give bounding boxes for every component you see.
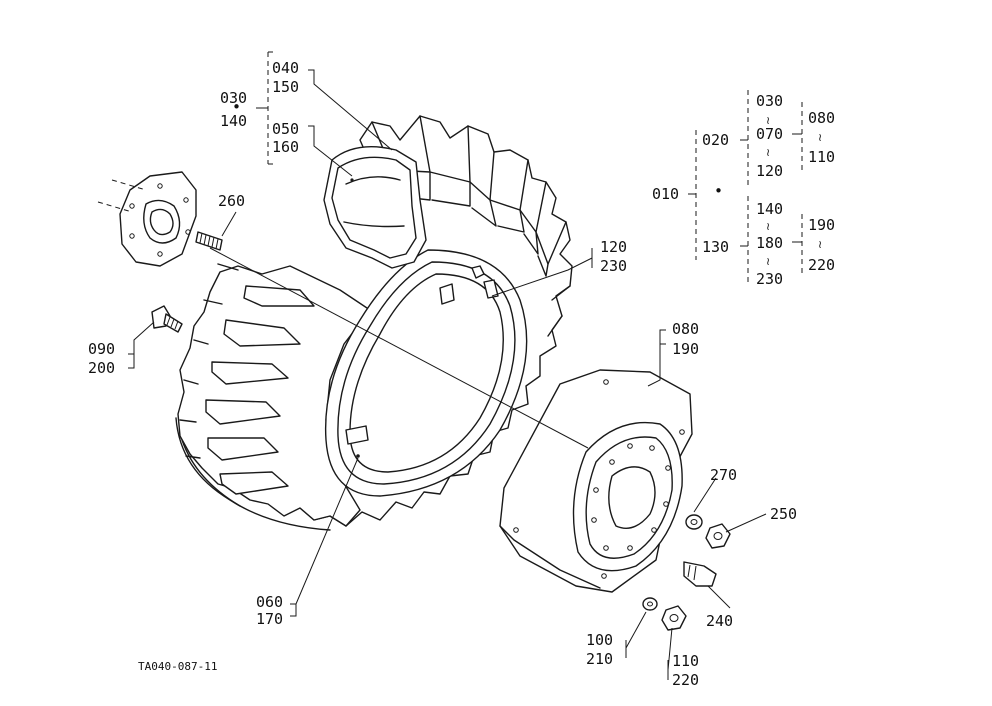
label-010: 010 bbox=[652, 185, 679, 203]
label-240: 240 bbox=[706, 612, 733, 630]
bolt-090 bbox=[151, 305, 183, 333]
tilde-4: ≀ bbox=[766, 220, 770, 233]
label-190-a: 190 bbox=[672, 340, 699, 358]
label-050: 050 bbox=[272, 120, 299, 138]
callout-labels: 030 • 140 040 150 050 160 260 090 200 12… bbox=[88, 59, 835, 689]
label-200: 200 bbox=[88, 359, 115, 377]
label-220-b: 220 bbox=[808, 256, 835, 274]
tilde-5: ≀ bbox=[766, 255, 770, 268]
label-140-b: 140 bbox=[756, 200, 783, 218]
label-030-b: 030 bbox=[756, 92, 783, 110]
label-190-b: 190 bbox=[808, 216, 835, 234]
tire-drawing bbox=[175, 115, 573, 531]
label-dot-b: • bbox=[714, 182, 723, 200]
label-120-b: 120 bbox=[756, 162, 783, 180]
label-220-a: 220 bbox=[672, 671, 699, 689]
label-170: 170 bbox=[256, 610, 283, 628]
tilde-6: ≀ bbox=[818, 238, 822, 251]
label-110-b: 110 bbox=[808, 148, 835, 166]
label-110-a: 110 bbox=[672, 652, 699, 670]
label-150: 150 bbox=[272, 78, 299, 96]
label-140-a: 140 bbox=[220, 112, 247, 130]
label-180: 180 bbox=[756, 234, 783, 252]
label-160: 160 bbox=[272, 138, 299, 156]
label-040: 040 bbox=[272, 59, 299, 77]
tilde-3: ≀ bbox=[818, 131, 822, 144]
tilde-2: ≀ bbox=[766, 146, 770, 159]
wheel-disc-drawing bbox=[499, 369, 693, 593]
label-020: 020 bbox=[702, 131, 729, 149]
label-090: 090 bbox=[88, 340, 115, 358]
label-080-a: 080 bbox=[672, 320, 699, 338]
label-270: 270 bbox=[710, 466, 737, 484]
stud-bolt-260 bbox=[195, 231, 223, 251]
assembly-axis-line bbox=[209, 247, 589, 449]
label-230-b: 230 bbox=[756, 270, 783, 288]
label-030-a: 030 bbox=[220, 89, 247, 107]
label-dot-a: • bbox=[232, 98, 241, 116]
label-080-b: 080 bbox=[808, 109, 835, 127]
label-070: 070 bbox=[756, 125, 783, 143]
drawing-code: TA040-087-11 bbox=[138, 660, 217, 673]
nut-250 bbox=[705, 523, 731, 549]
label-250: 250 bbox=[770, 505, 797, 523]
label-120-a: 120 bbox=[600, 238, 627, 256]
washer-270 bbox=[685, 514, 703, 530]
label-130: 130 bbox=[702, 238, 729, 256]
washer-100 bbox=[642, 597, 658, 611]
hub-flange-drawing bbox=[97, 171, 197, 267]
label-210: 210 bbox=[586, 650, 613, 668]
label-060: 060 bbox=[256, 593, 283, 611]
nut-110 bbox=[661, 605, 687, 631]
label-100: 100 bbox=[586, 631, 613, 649]
bolt-240 bbox=[683, 561, 717, 587]
tilde-1: ≀ bbox=[766, 114, 770, 127]
label-260: 260 bbox=[218, 192, 245, 210]
leader-lines bbox=[128, 51, 803, 680]
label-230-a: 230 bbox=[600, 257, 627, 275]
